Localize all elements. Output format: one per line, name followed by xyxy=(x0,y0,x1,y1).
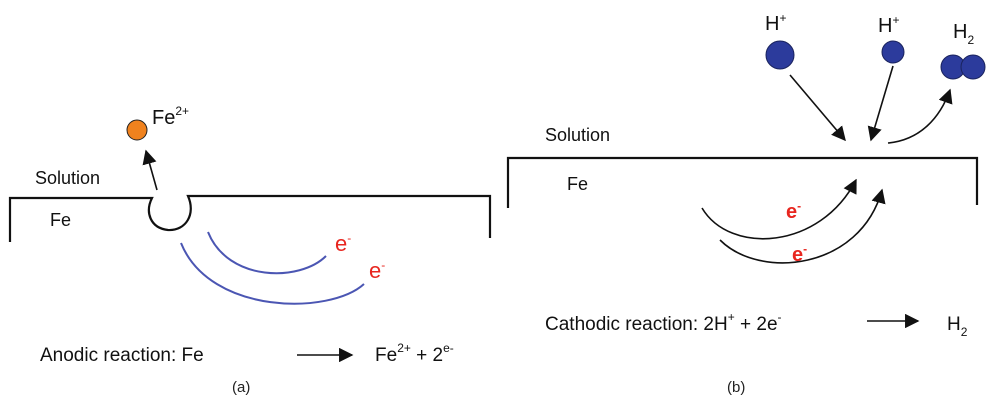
fe-metal-label-a: Fe xyxy=(50,210,71,230)
proton-label-1: H+ xyxy=(765,11,786,35)
anodic-reaction-products: Fe2+ + 2e- xyxy=(375,341,454,366)
electron-label-a-1: e- xyxy=(335,231,351,256)
h2-release-arrow xyxy=(887,88,953,144)
fe-metal-label-b: Fe xyxy=(567,174,588,194)
proton-arrow-1 xyxy=(789,74,846,142)
fe-ion-dot xyxy=(126,119,148,141)
solution-label-a: Solution xyxy=(35,168,100,188)
h2-label: H2 xyxy=(953,21,974,47)
h2-atom-2 xyxy=(960,54,986,80)
panel-a: Fe2+ Solution Fe e- e- Anodic reaction: … xyxy=(8,104,492,396)
metal-surface-b xyxy=(506,156,979,208)
electron-label-a-2: e- xyxy=(369,258,385,283)
electron-arc-a-1 xyxy=(207,231,327,275)
electron-label-b-1: e- xyxy=(786,199,801,223)
electron-arc-b-1 xyxy=(701,178,857,240)
electron-arc-a-2 xyxy=(180,242,365,305)
metal-surface-a xyxy=(8,194,492,242)
electron-label-b-2: e- xyxy=(792,242,807,266)
proton-arrow-2 xyxy=(867,65,894,142)
proton-dot-2 xyxy=(881,40,905,64)
panel-b: H+ H+ H2 Solution Fe e- e- Cathodic reac… xyxy=(506,11,986,396)
caption-b: (b) xyxy=(727,379,745,396)
cathodic-reaction-rhs: H2 xyxy=(947,314,968,339)
cathodic-reaction-lhs: Cathodic reaction: 2H+ + 2e- xyxy=(545,310,782,335)
fe-ion-label: Fe2+ xyxy=(152,104,189,129)
caption-a: (a) xyxy=(232,379,250,396)
electron-arc-b-2 xyxy=(719,188,886,264)
proton-label-2: H+ xyxy=(878,13,899,37)
anodic-reaction-prefix: Anodic reaction: Fe xyxy=(40,345,204,366)
solution-label-b: Solution xyxy=(545,125,610,145)
proton-dot-1 xyxy=(765,40,795,70)
ion-escape-arrow xyxy=(142,149,158,191)
